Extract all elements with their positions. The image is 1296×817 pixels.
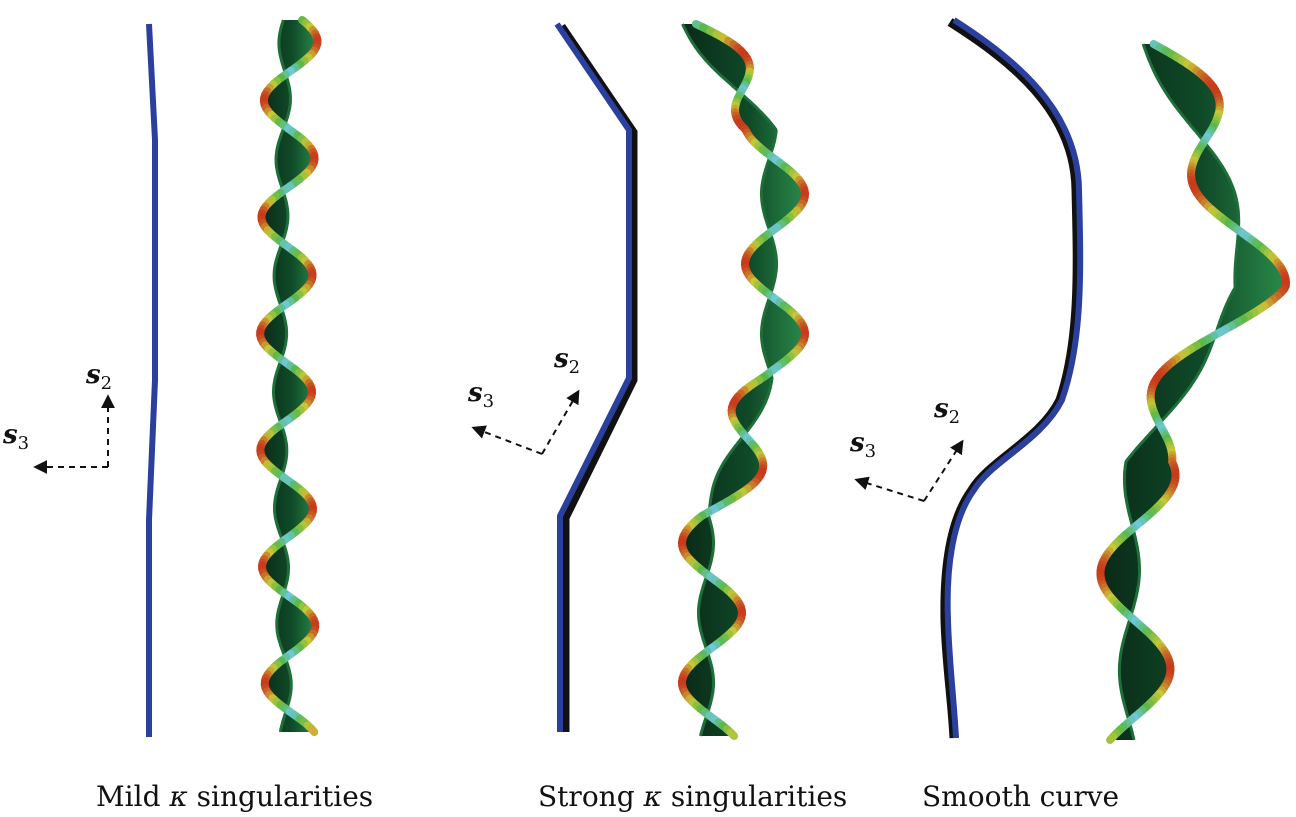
ribbon-edge-segment bbox=[1106, 732, 1118, 744]
panel-smooth bbox=[854, 17, 1290, 744]
axis-label-s2-strong: s2 bbox=[554, 344, 581, 379]
axis-label-s3-smooth: s3 bbox=[850, 428, 877, 463]
axis-s3-arrow-smooth bbox=[854, 476, 925, 502]
axis-label-s3-mild: s3 bbox=[3, 420, 30, 455]
caption-smooth: Smooth curve bbox=[922, 780, 1120, 813]
centerline-strong bbox=[554, 22, 632, 732]
centerline-smooth-shadow bbox=[940, 18, 1082, 739]
ribbon-surface bbox=[682, 24, 805, 736]
axis-label-s3-strong: s3 bbox=[468, 378, 495, 413]
ribbon-smooth bbox=[1096, 40, 1290, 744]
axis-s2-arrow-smooth bbox=[923, 439, 964, 502]
centerline-strong-shadow bbox=[559, 24, 638, 732]
axis-label-s2-mild: s2 bbox=[86, 360, 113, 395]
caption-mild: Mild κ singularities bbox=[96, 780, 374, 813]
ribbon-mild bbox=[256, 16, 322, 736]
panel-strong bbox=[471, 20, 809, 740]
ribbon-surface bbox=[1100, 44, 1286, 740]
ribbon-back-edge bbox=[681, 23, 778, 737]
ribbon-back-edge bbox=[1117, 43, 1241, 741]
axis-label-s2-smooth: s2 bbox=[934, 394, 961, 429]
axis-s3-arrow-strong bbox=[471, 425, 543, 455]
centerline-smooth bbox=[944, 17, 1084, 739]
ribbon-back-edge bbox=[272, 19, 293, 733]
panel-mild bbox=[33, 16, 322, 737]
caption-strong: Strong κ singularities bbox=[538, 780, 848, 813]
axis-s2-arrow-strong bbox=[541, 389, 580, 455]
centerline-mild bbox=[146, 23, 158, 737]
ribbon-edge-segment bbox=[307, 724, 319, 736]
ribbon-edge-segment bbox=[726, 728, 739, 740]
ribbon-strong bbox=[678, 20, 809, 740]
